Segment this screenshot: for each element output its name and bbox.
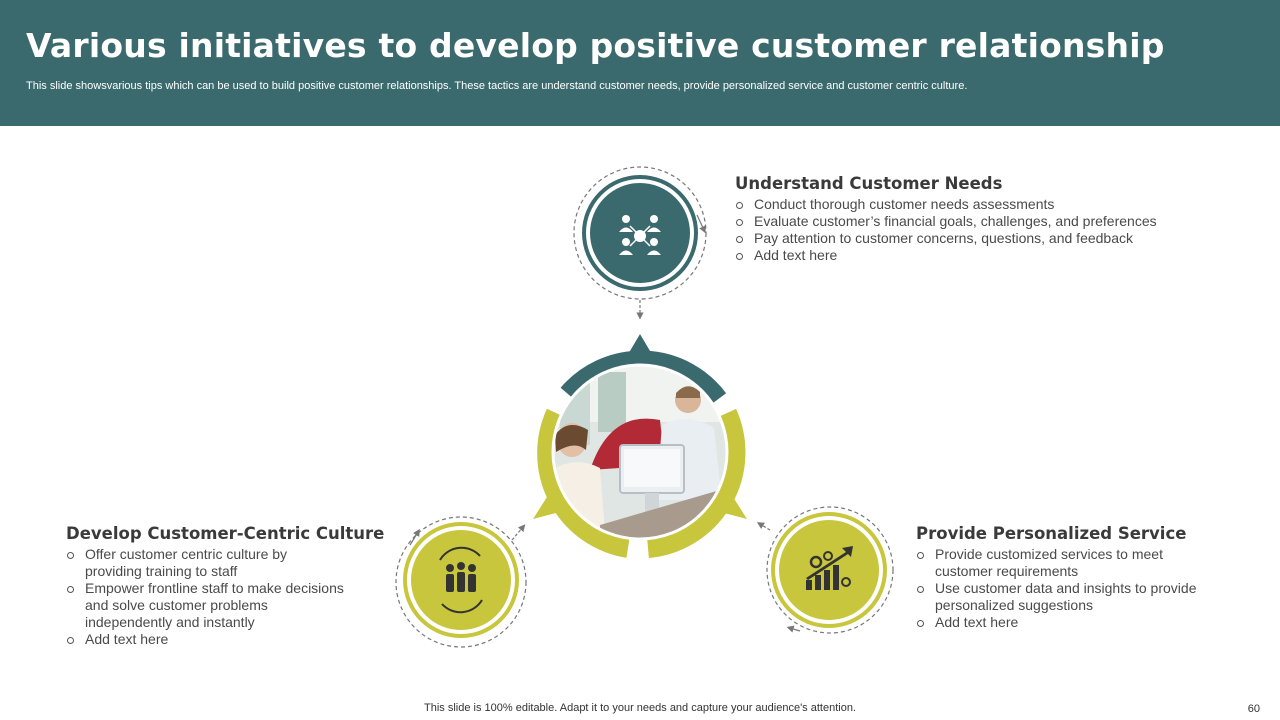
bullet-item: Offer customer centric culture by provid… xyxy=(66,546,346,580)
bullet-item: Add text here xyxy=(66,631,346,648)
ring-arc-teal xyxy=(560,350,727,406)
node-dashed-orbit xyxy=(573,166,707,300)
needs-heading: Understand Customer Needs xyxy=(735,174,1003,193)
node-dashed-orbit xyxy=(766,506,894,634)
bullet-item: Add text here xyxy=(735,247,1205,264)
culture-bullet-list: Offer customer centric culture by provid… xyxy=(66,546,346,648)
personalized-text-block: Provide Personalized Service Provide cus… xyxy=(916,524,1216,631)
needs-bullet-list: Conduct thorough customer needs assessme… xyxy=(735,196,1205,264)
page-number: 60 xyxy=(1247,703,1260,715)
personalized-heading: Provide Personalized Service xyxy=(916,524,1187,543)
bullet-item: Evaluate customer’s financial goals, cha… xyxy=(735,213,1205,230)
node-customer-culture xyxy=(395,516,527,648)
ring-arc-olive-right xyxy=(646,408,746,558)
node-ring xyxy=(407,526,515,634)
ring-arrow-left xyxy=(533,497,556,519)
bullet-item: Provide customized services to meet cust… xyxy=(916,546,1206,580)
bullet-item: Add text here xyxy=(916,614,1206,631)
slide-subtitle: This slide showsvarious tips which can b… xyxy=(26,80,968,92)
node-personalized-service xyxy=(766,506,894,634)
node-ring xyxy=(775,516,883,624)
ring-arrow-top xyxy=(627,334,653,356)
orbit-arrow-right xyxy=(786,625,801,633)
orbit-arrow-left xyxy=(409,528,420,546)
node-understand-needs xyxy=(573,166,707,300)
culture-text-block: Develop Customer-Centric Culture Offer c… xyxy=(66,524,385,648)
growth-gears-icon xyxy=(806,546,853,590)
connector-arrow-right xyxy=(756,522,771,531)
ring-arc-olive-left xyxy=(537,408,630,558)
header-bar: Various initiatives to develop positive … xyxy=(0,0,1280,126)
footer-note: This slide is 100% editable. Adapt it to… xyxy=(424,702,856,714)
bullet-item: Conduct thorough customer needs assessme… xyxy=(735,196,1205,213)
center-cycle-ring xyxy=(533,334,747,558)
connector-arrow-left xyxy=(511,524,526,541)
ring-arrow-right xyxy=(724,497,747,519)
node-dashed-orbit xyxy=(395,516,527,648)
orbit-arrow-top xyxy=(696,214,706,234)
team-cycle-icon xyxy=(439,546,483,614)
slide-title: Various initiatives to develop positive … xyxy=(26,26,1165,65)
culture-heading: Develop Customer-Centric Culture xyxy=(66,524,385,543)
photo-frame xyxy=(551,363,729,541)
bullet-item: Pay attention to customer concerns, ques… xyxy=(735,230,1205,247)
team-network-icon xyxy=(619,215,661,255)
bullet-item: Use customer data and insights to provid… xyxy=(916,580,1206,614)
office-photo xyxy=(553,365,727,539)
needs-text-block: Understand Customer Needs Conduct thorou… xyxy=(735,174,1205,264)
bullet-item: Empower frontline staff to make decision… xyxy=(66,580,346,631)
node-ring xyxy=(586,179,694,287)
personalized-bullet-list: Provide customized services to meet cust… xyxy=(916,546,1206,631)
